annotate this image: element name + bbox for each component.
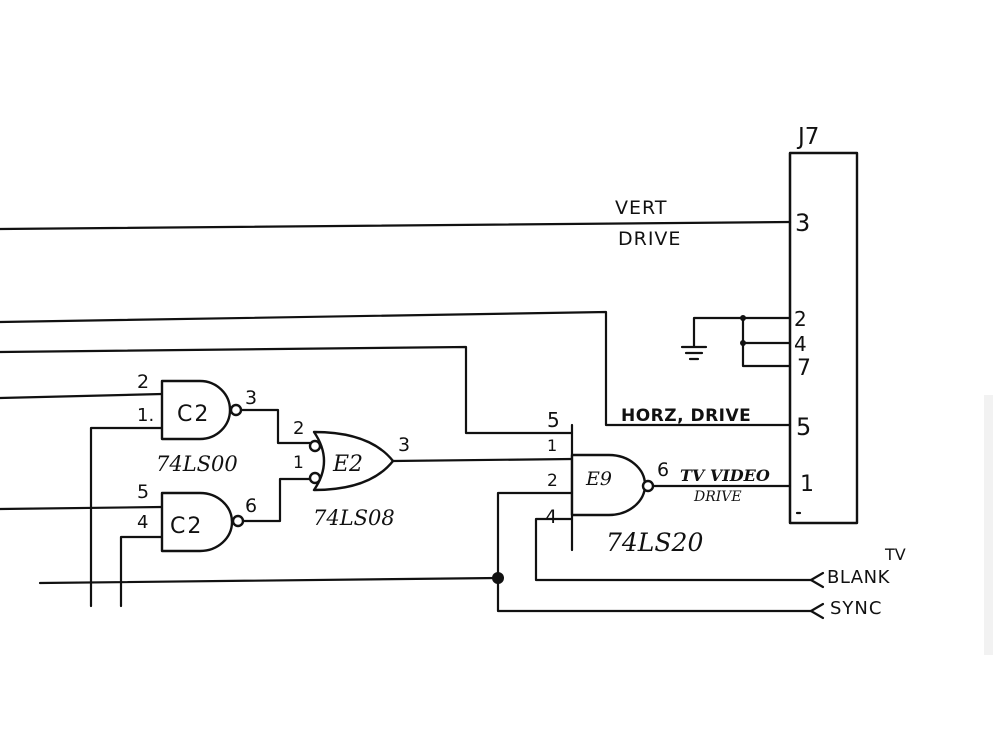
- c2-top-input-1-wire: [89, 426, 164, 608]
- e9-part-number: 74LS20: [606, 528, 703, 557]
- connector-j7-body: [788, 151, 859, 525]
- c2-bottom-label: C2: [170, 514, 203, 539]
- c2-bottom-to-e2-wire: [241, 477, 316, 523]
- c2-bottom-input-5-wire: [0, 505, 164, 511]
- e2-pin-3: 3: [398, 434, 410, 456]
- shared-input-wire: [38, 576, 500, 585]
- c2-top-pin-3: 3: [245, 387, 257, 409]
- c2-bottom-pin-4: 4: [137, 512, 148, 533]
- ground-bus-7: [741, 316, 792, 368]
- sync-label: SYNC: [830, 598, 882, 619]
- c2-top-pin-2: 2: [137, 371, 149, 393]
- c2-top-pin-1: 1.: [137, 405, 154, 426]
- e9-pin-6: 6: [657, 459, 669, 481]
- gate-c2-bottom: C2 5 4 6: [137, 481, 257, 553]
- c2-bottom-body: [160, 491, 234, 553]
- ground-wire: [692, 316, 792, 348]
- gate-e9: E9 5 1 2 4 6 74LS20: [545, 408, 703, 557]
- gate-c2-top: C2 2 1. 3: [137, 371, 257, 441]
- j7-pin-3: 3: [795, 209, 810, 237]
- e2-pin-2: 2: [293, 418, 304, 439]
- c2-top-body: [160, 379, 232, 441]
- junction-dot: [740, 340, 746, 346]
- e2-input-bubble: [308, 439, 322, 453]
- sync-wire: [496, 491, 814, 613]
- e2-input-bubble: [308, 471, 322, 485]
- blank-label: BLANK: [827, 567, 891, 588]
- blank-wire: [534, 517, 814, 582]
- vert-drive-label-2: DRIVE: [618, 228, 681, 250]
- vert-drive-label-1: VERT: [615, 197, 667, 219]
- c2-top-to-e2-wire: [239, 408, 316, 445]
- e9-pin5-wire: [0, 345, 574, 435]
- connector-j7-label: J7: [796, 124, 819, 150]
- tv-video-label-1: TV VIDEO: [680, 466, 770, 485]
- e2-pin-1: 1: [293, 453, 304, 473]
- c2-top-bubble: [229, 403, 243, 417]
- junction-dot: [740, 315, 746, 321]
- e9-pin-5: 5: [547, 408, 560, 432]
- j7-pin-1: 1: [800, 472, 814, 497]
- scan-edge-artifact: [984, 395, 993, 655]
- j7-pin-7: 7: [797, 356, 811, 381]
- c2-part-number: 74LS00: [156, 452, 238, 476]
- j7-pin-4: 4: [794, 332, 807, 356]
- gate-e2: E2 2 1 3 74LS08: [293, 418, 410, 530]
- e9-pin-4: 4: [545, 506, 557, 528]
- c2-bottom-pin-5: 5: [137, 481, 149, 503]
- ground-icon: [680, 345, 708, 361]
- j7-pin-2: 2: [794, 307, 807, 331]
- junction-dot: [492, 572, 504, 584]
- c2-bottom-input-4-wire: [119, 535, 164, 608]
- horz-drive-wire: [0, 310, 792, 427]
- blank-connector-icon: [809, 571, 825, 589]
- tv-video-label-2: DRIVE: [693, 489, 742, 505]
- c2-bottom-bubble: [231, 514, 245, 528]
- e9-pin-1: 1: [547, 436, 557, 455]
- e2-body: [312, 430, 395, 492]
- e2-to-e9-wire: [391, 457, 574, 463]
- vert-drive-wire: [0, 220, 792, 231]
- horz-drive-label: HORZ, DRIVE: [621, 406, 751, 426]
- tv-label: TV: [884, 545, 906, 564]
- e9-label: E9: [585, 468, 612, 490]
- e2-label: E2: [332, 452, 363, 477]
- connector-j7: J7 3 2 4 7 5 1: [788, 124, 859, 525]
- c2-top-input-2-wire: [0, 392, 164, 400]
- e9-pin-2: 2: [547, 471, 558, 491]
- e9-bubble: [641, 479, 655, 493]
- j7-pin-5: 5: [796, 413, 811, 441]
- e2-part-number: 74LS08: [313, 506, 395, 530]
- sync-connector-icon: [809, 602, 825, 620]
- c2-top-label: C2: [177, 402, 210, 427]
- ground-network: [680, 315, 792, 368]
- c2-bottom-pin-6: 6: [245, 495, 257, 517]
